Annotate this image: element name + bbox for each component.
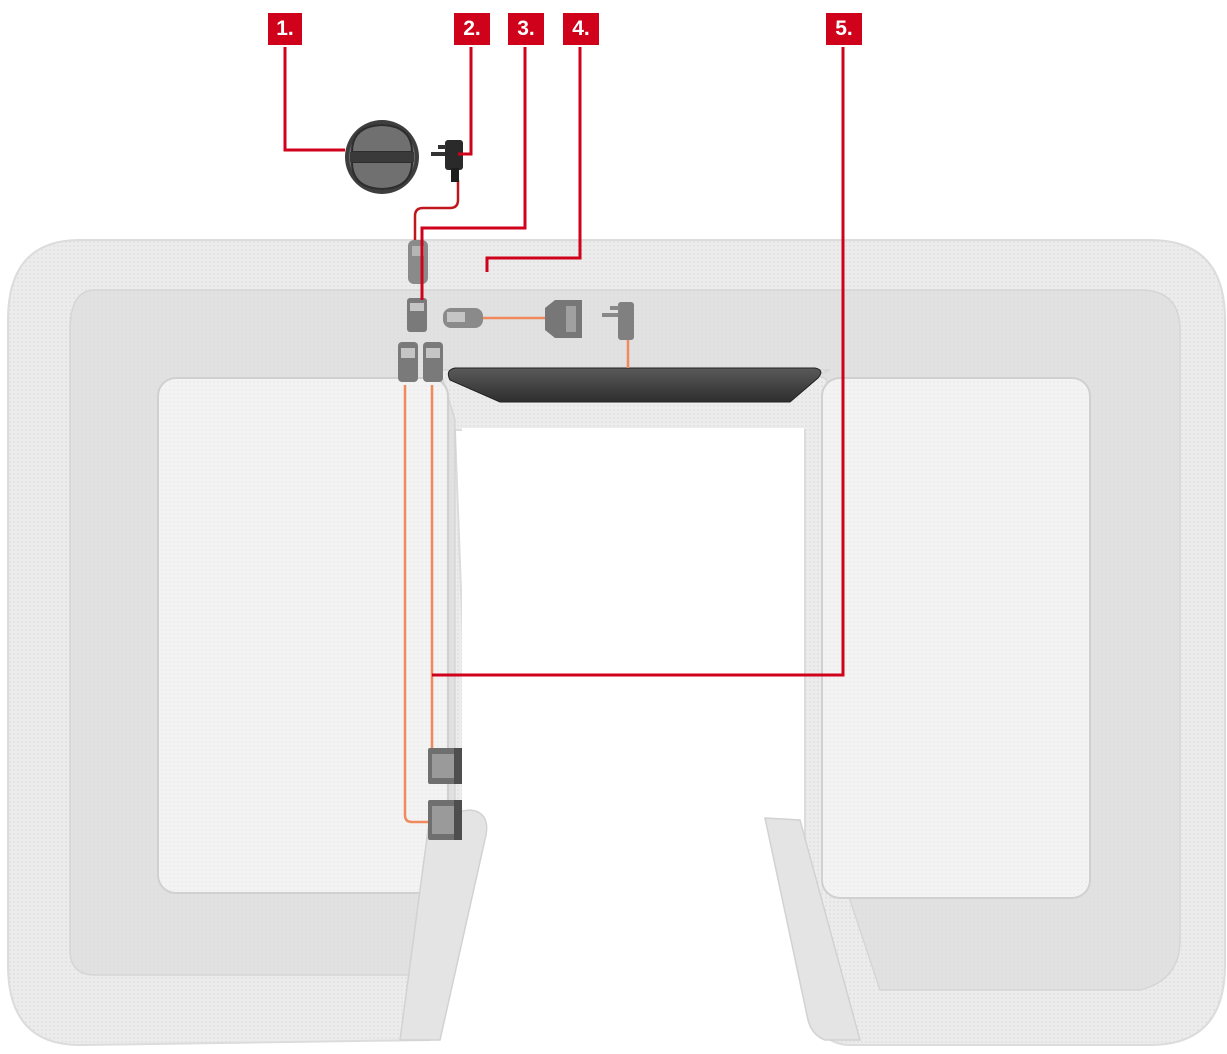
connector-c xyxy=(443,308,483,328)
right-seat-cushion xyxy=(821,377,1091,899)
callout-label-5: 5. xyxy=(826,13,862,45)
callout-label-1: 1. xyxy=(268,13,302,45)
callout-number: 4. xyxy=(572,17,590,40)
power-plug-icon xyxy=(431,140,463,182)
callout-number: 5. xyxy=(835,17,853,40)
callout-number: 1. xyxy=(276,17,294,40)
callout-label-2: 2. xyxy=(454,13,490,45)
connector-b xyxy=(407,298,427,332)
left-arm-end xyxy=(399,809,488,1041)
power-socket-upper xyxy=(428,748,462,784)
red-power-cable xyxy=(413,180,460,240)
left-seat-cushion xyxy=(157,377,449,894)
table-top xyxy=(447,367,822,403)
connector-d xyxy=(398,342,443,382)
usb-charger xyxy=(545,300,582,338)
floor-socket-icon xyxy=(345,120,419,194)
callout-label-4: 4. xyxy=(563,13,599,45)
callout-number: 2. xyxy=(463,17,481,40)
center-opening xyxy=(462,428,804,1049)
right-arm-end xyxy=(764,817,861,1041)
callout-number: 3. xyxy=(517,17,535,40)
table-plug xyxy=(602,302,634,340)
connector-a xyxy=(408,240,428,284)
callout-label-3: 3. xyxy=(508,13,544,45)
callout-leaders xyxy=(283,47,845,677)
power-socket-lower xyxy=(428,800,462,840)
